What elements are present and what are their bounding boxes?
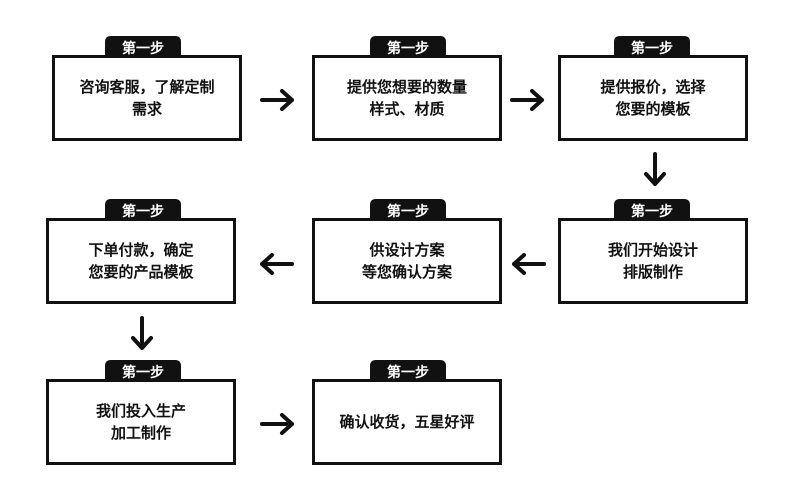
arrow-down-icon (643, 152, 667, 188)
step-text-line2: 您要的产品模板 (88, 263, 194, 281)
step-badge-label: 第一步 (122, 365, 164, 381)
step-badge-label: 第一步 (631, 41, 673, 57)
arrow-left-icon (258, 252, 294, 276)
step-text-line1: 我们投入生产 (95, 402, 186, 420)
step-text-line1: 提供报价，选择 (600, 78, 706, 96)
step-box-5: 供设计方案 等您确认方案 (312, 218, 502, 304)
step-text-line2: 等您确认方案 (361, 263, 452, 281)
step-box-7: 我们投入生产 加工制作 (46, 379, 236, 465)
step-text-line2: 样式、材质 (369, 100, 445, 118)
step-text-line2: 您要的模板 (615, 100, 691, 118)
step-text-line2: 加工制作 (110, 424, 171, 442)
step-badge-label: 第一步 (387, 365, 429, 381)
step-box-3: 提供报价，选择 您要的模板 (558, 55, 748, 141)
step-text-line1: 确认收货，五星好评 (339, 413, 475, 431)
step-box-1: 咨询客服，了解定制 需求 (52, 55, 242, 141)
step-text-line1: 提供您想要的数量 (346, 78, 467, 96)
step-text-line2: 需求 (131, 100, 162, 118)
step-box-2: 提供您想要的数量 样式、材质 (312, 55, 502, 141)
arrow-down-icon (130, 316, 154, 352)
step-badge-label: 第一步 (387, 204, 429, 220)
step-badge-label: 第一步 (122, 204, 164, 220)
step-text-line1: 咨询客服，了解定制 (79, 78, 215, 96)
step-text-line2: 排版制作 (622, 263, 683, 281)
step-text-line1: 我们开始设计 (607, 241, 698, 259)
arrow-right-icon (260, 88, 296, 112)
arrow-left-icon (510, 252, 546, 276)
step-text-line1: 供设计方案 (369, 241, 445, 259)
step-badge-label: 第一步 (387, 41, 429, 57)
step-badge-label: 第一步 (631, 204, 673, 220)
step-box-8: 确认收货，五星好评 (312, 379, 502, 465)
step-text-line1: 下单付款，确定 (88, 241, 194, 259)
step-box-6: 下单付款，确定 您要的产品模板 (46, 218, 236, 304)
step-box-4: 我们开始设计 排版制作 (558, 218, 748, 304)
step-badge-label: 第一步 (122, 41, 164, 57)
arrow-right-icon (260, 412, 296, 436)
arrow-right-icon (510, 88, 546, 112)
